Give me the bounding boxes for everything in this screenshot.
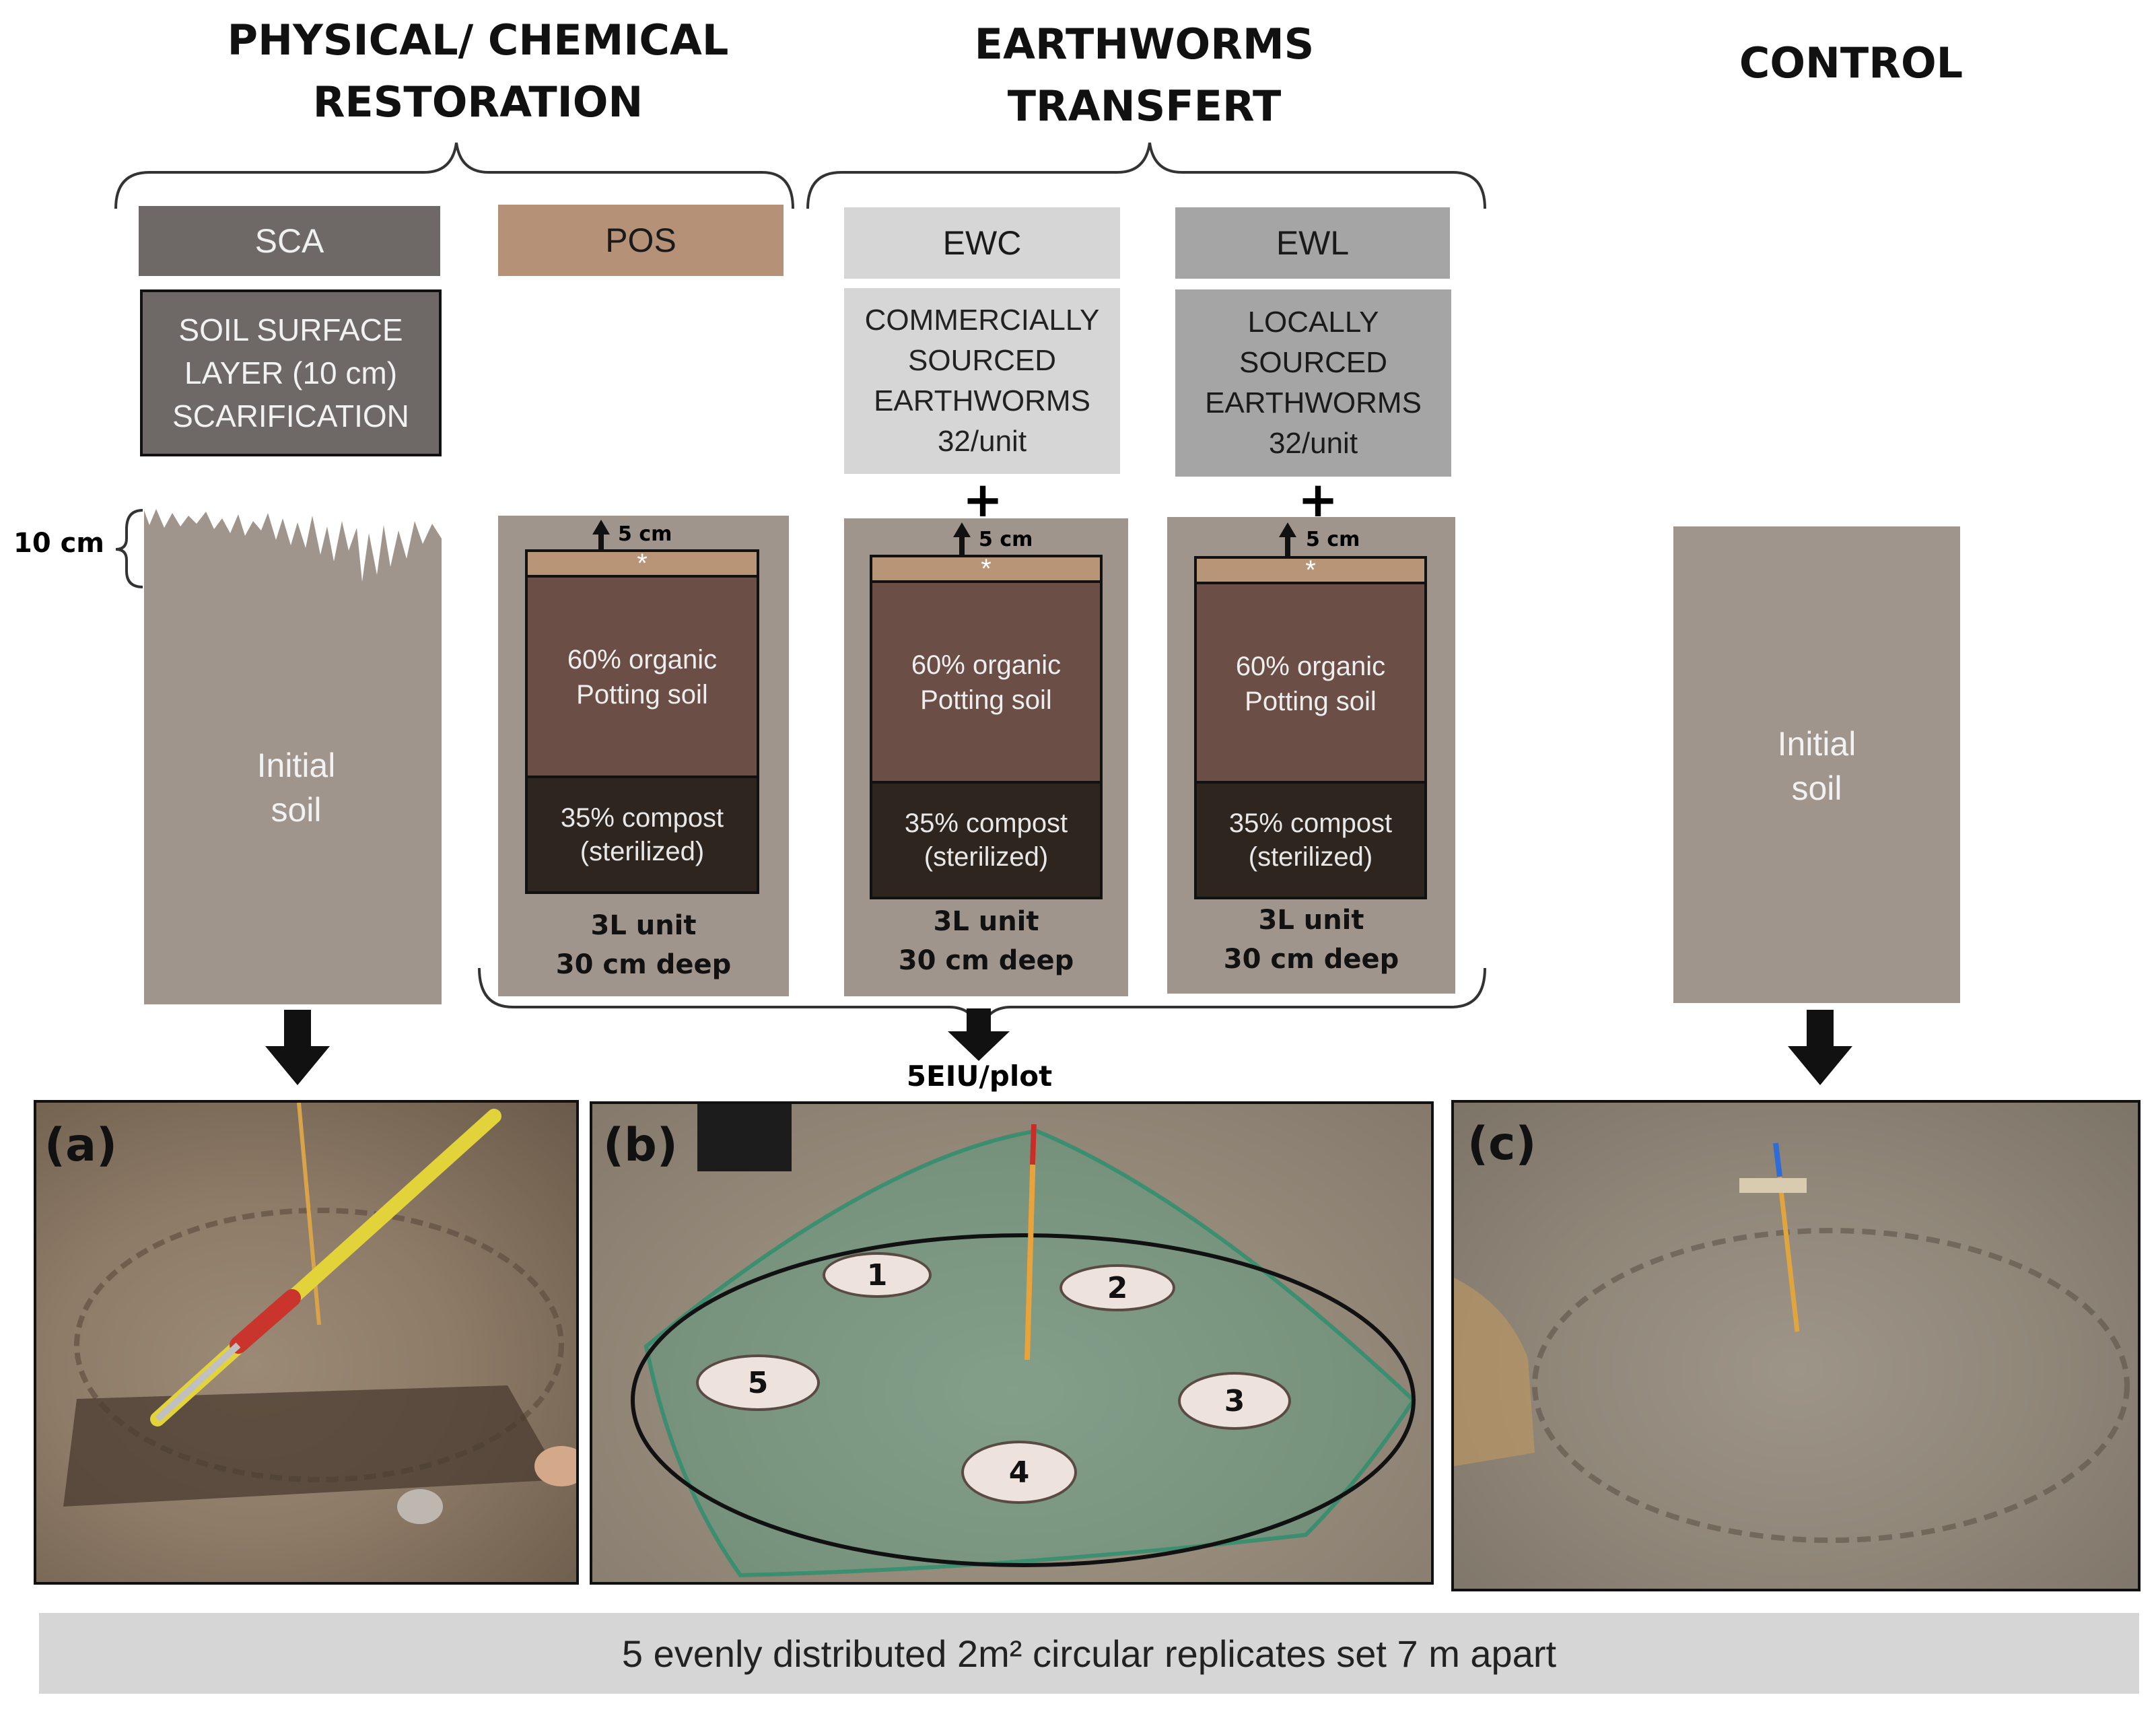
- unit-caption-line2: 30 cm deep: [898, 945, 1074, 976]
- unit-caption-line2: 30 cm deep: [1223, 944, 1399, 975]
- unit-caption-line2: 30 cm deep: [555, 949, 732, 980]
- photo-b-earthworm-units: (b) 1 2 3 4 5: [590, 1101, 1434, 1585]
- photo-a-scene: [63, 1103, 576, 1524]
- brace-earthworms: [806, 142, 1486, 209]
- desc-sca-line2: LAYER (10 cm): [184, 355, 398, 390]
- tag-ewl: EWL: [1175, 207, 1450, 279]
- compost-line1: 35% compost: [560, 803, 724, 833]
- arrow-label-5cm: 5 cm: [618, 522, 672, 546]
- desc-sca: SOIL SURFACE LAYER (10 cm) SCARIFICATION: [140, 289, 442, 456]
- compost-line2: (sterilized): [1248, 842, 1373, 872]
- compost-layer: 35% compost (sterilized): [528, 776, 757, 891]
- unit-caption-line1: 3L unit: [933, 906, 1039, 937]
- unit-pos: 5 cm * 60% organic Potting soil 35% comp…: [498, 516, 789, 996]
- compost-line2: (sterilized): [924, 842, 1049, 872]
- initial-soil-control-line1: Initial: [1777, 725, 1856, 763]
- photo-a-scarification: (a): [34, 1100, 579, 1585]
- cup-ewc: * 60% organic Potting soil 35% compost (…: [870, 555, 1103, 899]
- organic-line1: 60% organic: [1235, 652, 1386, 681]
- desc-ewc-line3: EARTHWORMS: [874, 384, 1090, 417]
- replicate-5: 5: [696, 1354, 820, 1411]
- cup-top-layer: *: [1197, 557, 1424, 584]
- desc-ewc-line1: COMMERCIALLY: [864, 304, 1100, 337]
- organic-line1: 60% organic: [911, 650, 1062, 680]
- replicate-2: 2: [1059, 1264, 1175, 1311]
- brace-10cm: [115, 509, 143, 588]
- desc-ewl-line2: SOURCED: [1239, 346, 1388, 379]
- header-earthworms-line2: TRANSFERT: [1007, 81, 1282, 131]
- organic-line1: 60% organic: [567, 645, 718, 675]
- unit-caption: 3L unit 30 cm deep: [1167, 901, 1455, 979]
- initial-soil-control: Initial soil: [1673, 722, 1960, 811]
- cup-top-layer: *: [872, 555, 1100, 583]
- unit-ewl: 5 cm * 60% organic Potting soil 35% comp…: [1167, 517, 1455, 994]
- arrow-up-icon: [1279, 522, 1296, 560]
- arrow-up-icon: [592, 520, 610, 557]
- header-earthworms-transfert: EARTHWORMS TRANSFERT: [868, 13, 1420, 137]
- initial-soil-sca-line1: Initial: [256, 747, 336, 784]
- footer-banner: 5 evenly distributed 2m² circular replic…: [39, 1613, 2139, 1694]
- tag-pos: POS: [498, 205, 784, 276]
- replicate-4: 4: [961, 1441, 1077, 1504]
- photo-b-scene: [631, 1104, 1416, 1578]
- photo-label-b: (b): [603, 1119, 678, 1172]
- compost-line1: 35% compost: [1228, 808, 1393, 838]
- organic-line2: Potting soil: [1245, 687, 1377, 716]
- organic-layer: 60% organic Potting soil: [872, 583, 1100, 782]
- tag-sca: SCA: [139, 206, 440, 276]
- organic-line2: Potting soil: [920, 685, 1052, 715]
- replicate-3: 3: [1178, 1372, 1291, 1430]
- plot-label: 5EIU/plot: [906, 1060, 1053, 1093]
- depth-label-10cm: 10 cm: [13, 528, 104, 559]
- unit-caption-line1: 3L unit: [590, 910, 697, 941]
- header-earthworms-line1: EARTHWORMS: [974, 20, 1315, 69]
- header-physical-chemical-restoration: PHYSICAL/ CHEMICAL RESTORATION: [202, 9, 754, 133]
- desc-sca-line1: SOIL SURFACE: [178, 312, 403, 347]
- brace-physical: [114, 142, 794, 209]
- footer-text: 5 evenly distributed 2m² circular replic…: [621, 1632, 1557, 1675]
- photo-label-c: (c): [1467, 1117, 1537, 1171]
- arrow-up-icon: [953, 522, 971, 560]
- compost-layer: 35% compost (sterilized): [872, 781, 1100, 897]
- unit-caption: 3L unit 30 cm deep: [498, 906, 789, 984]
- down-arrow-icon: [1788, 1010, 1852, 1085]
- organic-layer: 60% organic Potting soil: [528, 578, 757, 777]
- organic-layer: 60% organic Potting soil: [1197, 584, 1424, 784]
- cup-pos: * 60% organic Potting soil 35% compost (…: [525, 549, 759, 894]
- initial-soil-sca-line2: soil: [271, 791, 322, 829]
- unit-ewc: 5 cm * 60% organic Potting soil 35% comp…: [844, 518, 1128, 996]
- photo-c-control: (c): [1451, 1100, 2141, 1591]
- unit-caption-line1: 3L unit: [1258, 905, 1364, 936]
- initial-soil-control-line2: soil: [1791, 769, 1842, 807]
- down-arrow-icon: [948, 1008, 1010, 1061]
- compost-line2: (sterilized): [580, 837, 705, 866]
- desc-ewl-line4: 32/unit: [1268, 427, 1358, 460]
- compost-layer: 35% compost (sterilized): [1197, 781, 1424, 897]
- tag-ewc: EWC: [844, 207, 1120, 279]
- desc-ewc: COMMERCIALLY SOURCED EARTHWORMS 32/unit: [844, 288, 1120, 474]
- organic-line2: Potting soil: [576, 680, 708, 710]
- cup-ewl: * 60% organic Potting soil 35% compost (…: [1194, 556, 1427, 899]
- compost-line1: 35% compost: [904, 808, 1068, 838]
- desc-ewc-line2: SOURCED: [907, 344, 1057, 377]
- unit-caption: 3L unit 30 cm deep: [844, 902, 1128, 980]
- desc-ewl-line1: LOCALLY: [1247, 306, 1379, 339]
- photo-label-a: (a): [44, 1119, 118, 1172]
- down-arrow-icon: [265, 1010, 330, 1085]
- photo-c-scene: [1454, 1142, 2130, 1543]
- initial-soil-sca: Initial soil: [202, 743, 390, 832]
- desc-ewl: LOCALLY SOURCED EARTHWORMS 32/unit: [1175, 289, 1451, 477]
- header-physical-line2: RESTORATION: [312, 77, 644, 127]
- control-soil: Initial soil: [1673, 526, 1960, 1003]
- replicate-1: 1: [823, 1252, 932, 1298]
- arrow-label-5cm: 5 cm: [979, 528, 1033, 551]
- header-physical-line1: PHYSICAL/ CHEMICAL: [227, 15, 729, 65]
- header-control: CONTROL: [1739, 38, 1963, 88]
- desc-sca-line3: SCARIFICATION: [172, 399, 409, 434]
- cup-top-layer: *: [528, 550, 757, 578]
- desc-ewl-line3: EARTHWORMS: [1205, 386, 1422, 419]
- desc-ewc-line4: 32/unit: [937, 425, 1027, 458]
- scarified-soil: [144, 509, 442, 1004]
- arrow-label-5cm: 5 cm: [1306, 528, 1360, 551]
